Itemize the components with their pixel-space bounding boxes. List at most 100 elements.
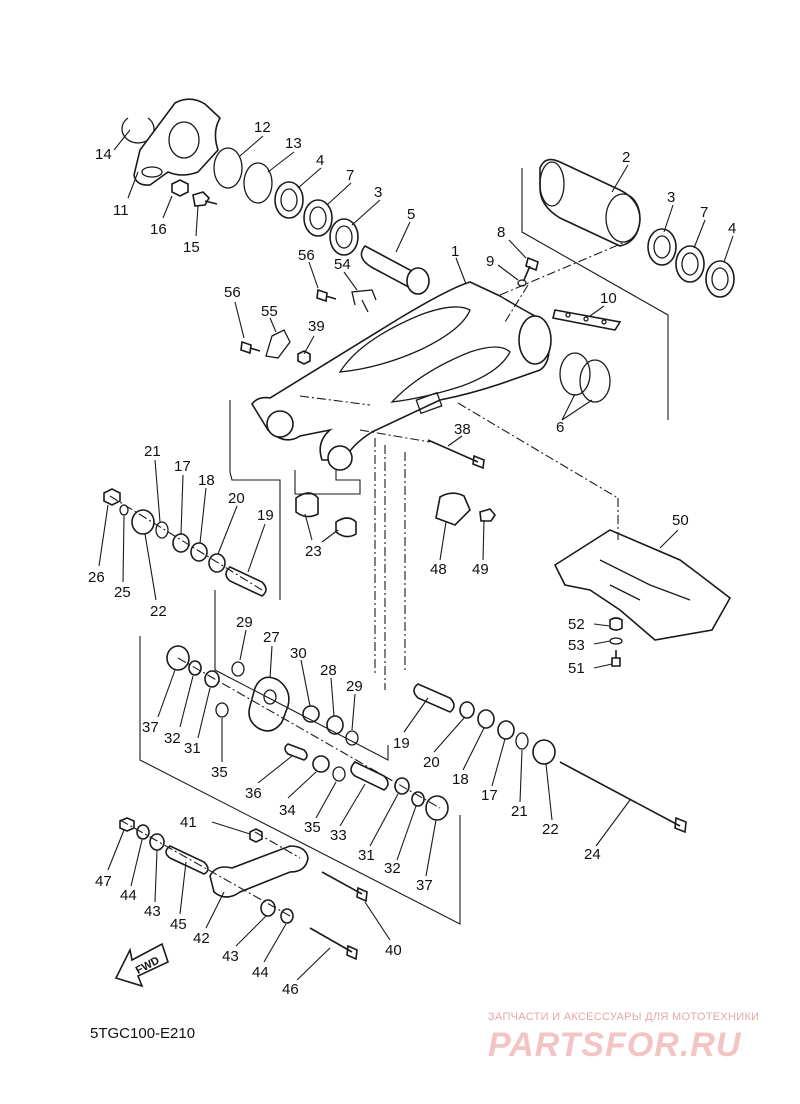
leader-20b (433, 717, 465, 753)
bolt-38 (427, 439, 485, 470)
rear-arm-pivot-front (266, 410, 294, 438)
leader-23b (321, 529, 339, 543)
hub-2 (539, 158, 641, 247)
leader-lines (98, 129, 734, 981)
bracket-frame-right (521, 168, 669, 420)
bearing-7-right-inner (681, 252, 699, 276)
fwd-arrow-icon: FWD (114, 942, 169, 988)
dash-rod-upper (254, 831, 301, 859)
callout-37: 37 (416, 877, 433, 894)
collar-4-left-inner (280, 188, 298, 212)
collar-5-end (406, 267, 430, 295)
skid-plate-50 (553, 529, 732, 641)
leader-43b (235, 915, 267, 947)
callout-54: 54 (334, 256, 351, 273)
leader-4a (297, 167, 322, 189)
ring-44-left (136, 824, 150, 840)
leader-47 (107, 829, 125, 871)
seal-3-left (329, 218, 359, 256)
callout-22: 22 (150, 603, 167, 620)
rear-arm-window-1 (338, 306, 471, 373)
leader-23a (304, 513, 313, 541)
callout-43: 43 (222, 948, 239, 965)
relay-arm-27-hole (263, 689, 277, 705)
leader-14 (113, 129, 131, 151)
leader-45 (179, 861, 187, 915)
leader-42 (205, 891, 225, 929)
o-ring-6a (559, 352, 591, 396)
leader-11 (127, 171, 139, 199)
bracket-frame-mid (139, 636, 461, 925)
callout-32: 32 (384, 860, 401, 877)
callout-15: 15 (183, 239, 200, 256)
callout-36: 36 (245, 785, 262, 802)
callout-40: 40 (385, 942, 402, 959)
bracket-frame-left (229, 400, 281, 600)
callout-24: 24 (584, 846, 601, 863)
callout-56: 56 (298, 247, 315, 264)
callout-10: 10 (600, 290, 617, 307)
leader-21a (154, 459, 161, 523)
bracket-48 (435, 492, 471, 526)
leader-35b (315, 781, 337, 819)
leader-55 (269, 317, 277, 333)
parts-layer (103, 98, 735, 961)
bolt-46 (309, 927, 358, 961)
bearing-18-right (477, 709, 495, 729)
rear-arm-label-plate (415, 391, 443, 415)
leader-31a (197, 687, 211, 739)
leader-3b (663, 204, 674, 233)
callout-2: 2 (622, 149, 630, 166)
bolt-49 (479, 508, 496, 522)
callout-50: 50 (672, 512, 689, 529)
callout-42: 42 (193, 930, 210, 947)
guide-hole-c (601, 319, 607, 325)
collar-29-upper (231, 661, 245, 677)
callout-53: 53 (568, 637, 585, 654)
seal-22-right (532, 739, 556, 765)
dash-left-axle (109, 495, 263, 591)
bearing-7-left (303, 199, 333, 237)
bracket-hole (168, 121, 200, 159)
callout-7: 7 (700, 204, 708, 221)
leader-13 (267, 151, 295, 173)
clamp-55 (265, 329, 291, 359)
callout-18: 18 (198, 472, 215, 489)
leader-36 (257, 755, 293, 784)
bearing-31-left (204, 670, 220, 688)
leader-46 (296, 947, 331, 981)
leader-30 (300, 659, 311, 707)
callout-38: 38 (454, 421, 471, 438)
bearing-20-right (459, 701, 475, 719)
callout-23: 23 (305, 543, 322, 560)
bearing-28 (326, 715, 344, 735)
callout-29: 29 (346, 678, 363, 695)
callout-29: 29 (236, 614, 253, 631)
leader-34 (287, 771, 317, 799)
callout-14: 14 (95, 146, 112, 163)
ring-32-right (411, 791, 425, 807)
leader-8 (508, 239, 527, 259)
callout-39: 39 (308, 318, 325, 335)
bearing-7-left-inner (309, 206, 327, 230)
guide-hole-b (583, 316, 589, 322)
bearing-18-left (190, 542, 208, 562)
callout-28: 28 (320, 662, 337, 679)
o-ring-6b (579, 359, 611, 403)
diagram-code: 5TGC100-E210 (90, 1025, 195, 1042)
o-ring-12 (213, 147, 243, 189)
leader-19b (403, 697, 429, 733)
bearing-43-right (260, 899, 276, 917)
nut-39 (297, 350, 311, 365)
collar-35-left (215, 702, 229, 718)
callout-44: 44 (120, 887, 137, 904)
callout-17: 17 (174, 458, 191, 475)
leader-18a (199, 487, 207, 544)
collar-19-right (413, 683, 455, 713)
leader-1 (455, 257, 467, 285)
rear-arm-window-2 (390, 346, 511, 403)
leader-12 (239, 135, 264, 157)
bolt-51 (611, 650, 621, 667)
guide-hole-a (565, 312, 571, 318)
leader-44a (130, 839, 143, 887)
